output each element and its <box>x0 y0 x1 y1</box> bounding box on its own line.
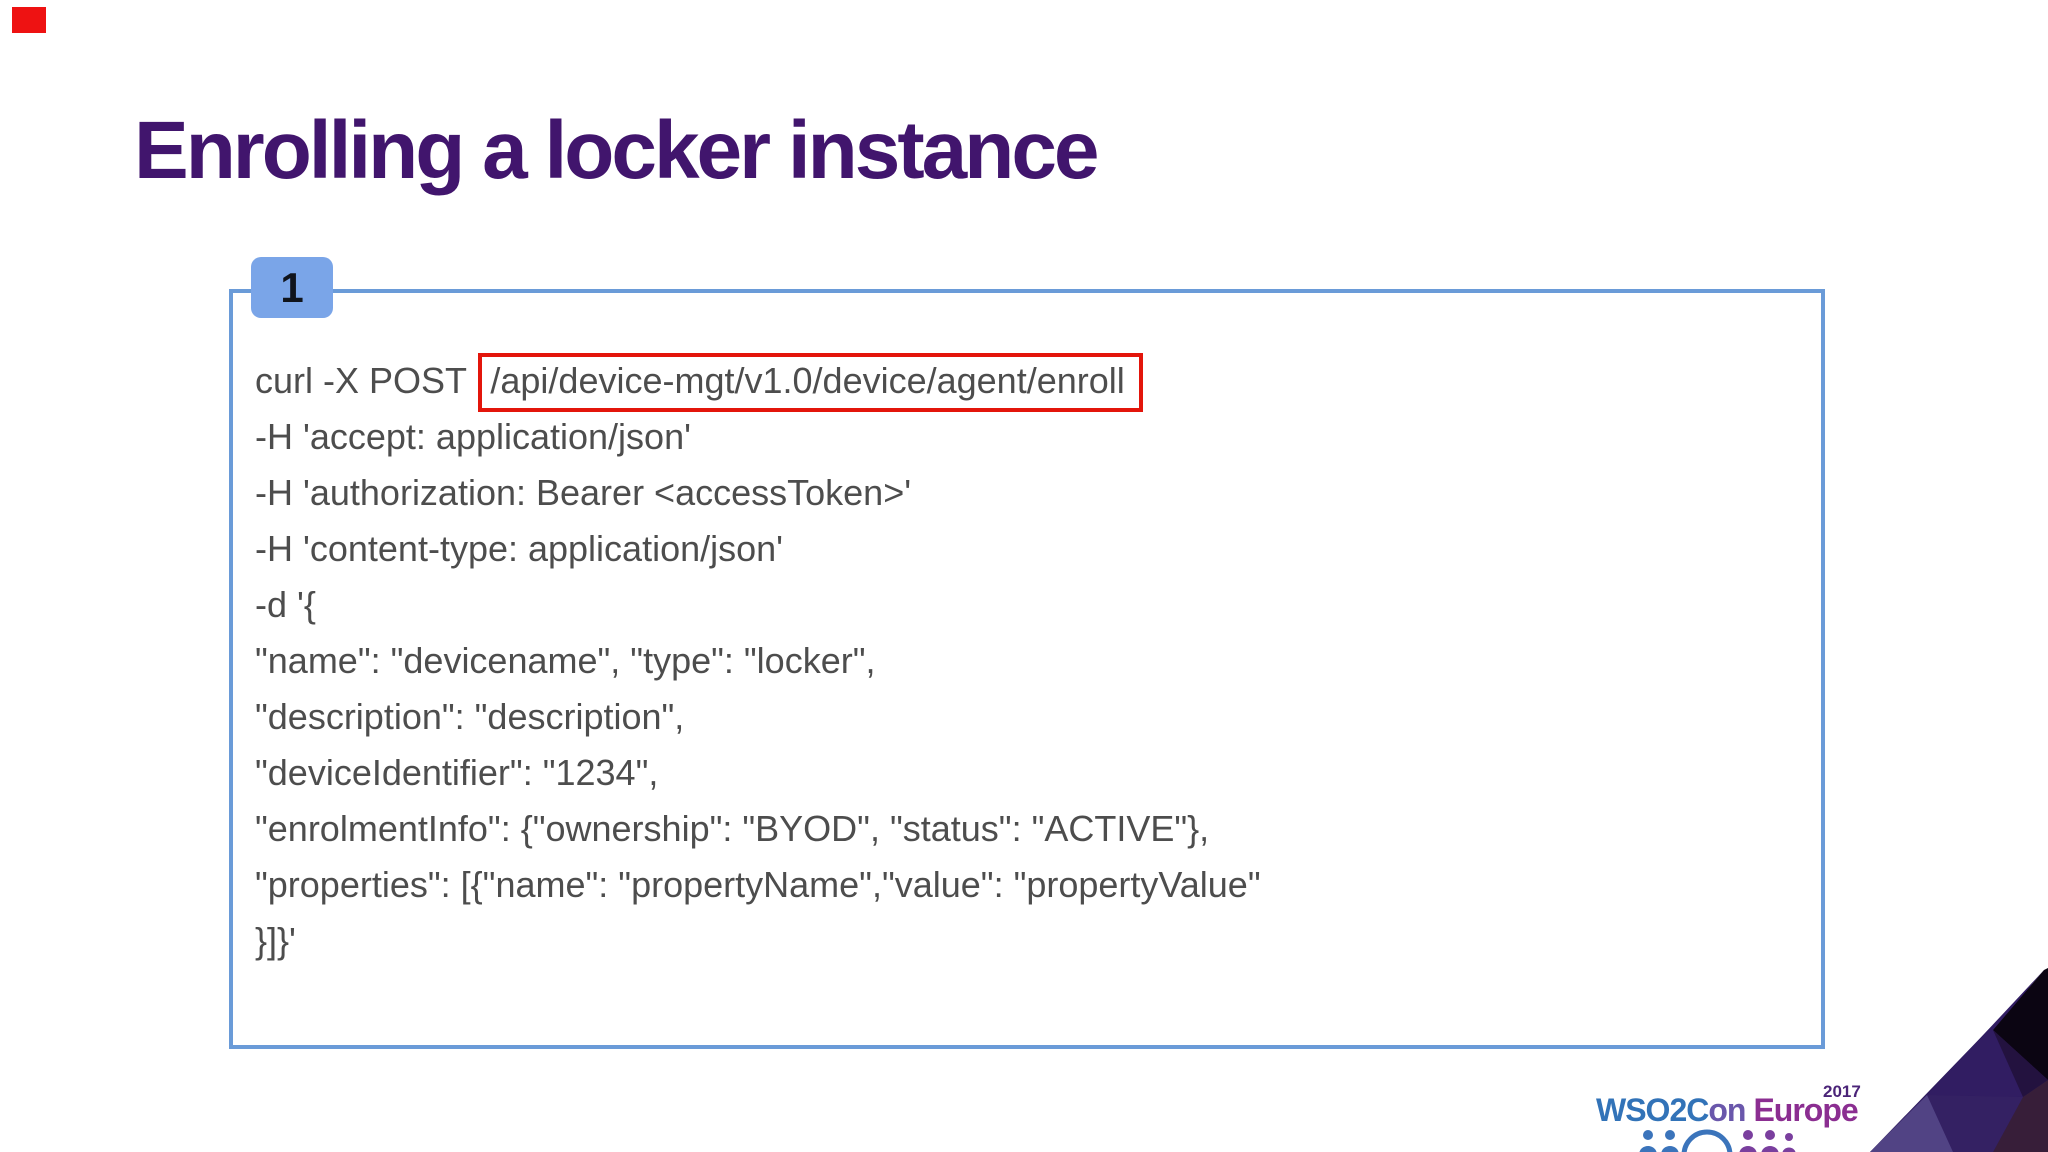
corner-facet-slate <box>1870 1095 1953 1152</box>
people-right-group <box>1739 1130 1796 1152</box>
slide-title: Enrolling a locker instance <box>134 105 1100 196</box>
code-line: "description": "description", <box>255 696 685 737</box>
logo-text-wso2c: WSO2C <box>1596 1092 1709 1128</box>
code-line: curl -X POST /api/device-mgt/v1.0/device… <box>255 353 1261 412</box>
corner-facet-dark-wedge <box>1993 1030 2048 1097</box>
code-line: "enrolmentInfo": {"ownership": "BYOD", "… <box>255 808 1210 849</box>
code-line: "name": "devicename", "type": "locker", <box>255 640 876 681</box>
code-line: -H 'content-type: application/json' <box>255 528 784 569</box>
conference-people-icon <box>1639 1129 1796 1152</box>
code-line: "properties": [{"name": "propertyName","… <box>255 864 1261 905</box>
step-number-label: 1 <box>280 263 304 311</box>
curl-command-block: curl -X POST /api/device-mgt/v1.0/device… <box>255 353 1261 969</box>
people-left-group <box>1639 1130 1679 1152</box>
code-line: -H 'authorization: Bearer <accessToken>' <box>255 472 912 513</box>
corner-facet-black <box>1993 968 2048 1080</box>
corner-facet-violet <box>1927 970 2044 1097</box>
red-corner-mark <box>12 7 46 33</box>
code-line: -d '{ <box>255 584 316 625</box>
corner-facet-mid <box>1927 1095 2023 1152</box>
corner-decoration <box>1870 968 2048 1152</box>
logo-year: 2017 <box>1823 1082 1861 1101</box>
api-endpoint-highlight: /api/device-mgt/v1.0/device/agent/enroll <box>478 353 1143 412</box>
step-number-badge: 1 <box>251 257 333 318</box>
corner-facet-plum <box>1993 1080 2048 1152</box>
logo-text-on: on <box>1708 1092 1746 1128</box>
logo-text-europe: Europe <box>1753 1092 1858 1128</box>
code-line: "deviceIdentifier": "1234", <box>255 752 659 793</box>
code-line: }]}' <box>255 920 296 961</box>
curl-command-prefix: curl -X POST <box>255 360 477 401</box>
people-arch-icon <box>1681 1129 1733 1152</box>
code-panel: curl -X POST /api/device-mgt/v1.0/device… <box>229 289 1825 1049</box>
code-line: -H 'accept: application/json' <box>255 416 691 457</box>
